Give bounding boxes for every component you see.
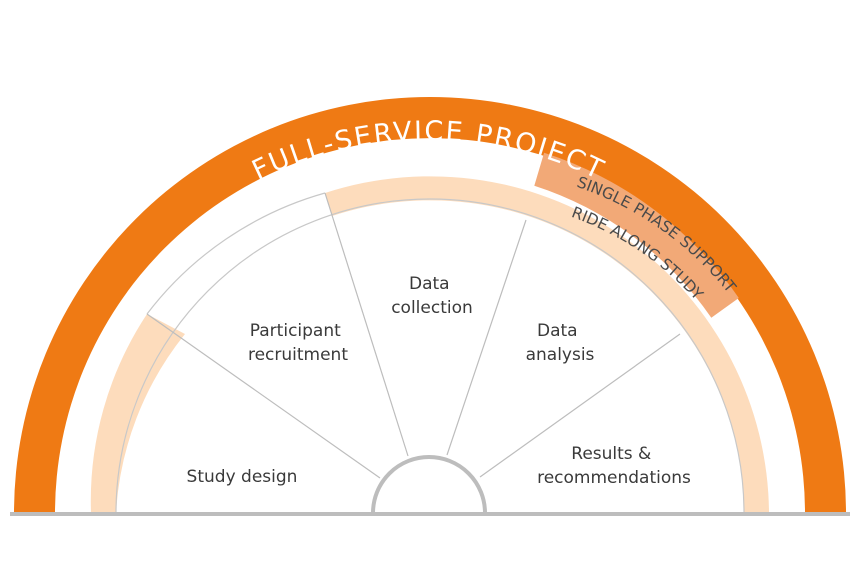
segment-study-design: Study design (187, 467, 298, 487)
segment-data-collection: Data collection (391, 274, 473, 318)
center-hub (371, 455, 487, 514)
segment-results-recommendations: Results & recommendations (537, 444, 691, 488)
segment-data-collection-line-2: collection (391, 298, 473, 318)
segment-participant-recruitment-line-2: recruitment (248, 345, 348, 365)
segment-labels: Study design Participant recruitment Dat… (187, 274, 691, 488)
inner-arc-line (115, 198, 745, 514)
spoke-2 (324, 192, 409, 457)
spoke-3 (446, 219, 527, 456)
segment-results-recommendations-line-1: Results & (571, 444, 651, 464)
segment-data-analysis-line-1: Data (537, 321, 578, 341)
outer-inner-arc-line (146, 192, 326, 315)
segment-participant-recruitment-line-1: Participant (250, 321, 341, 341)
segment-data-analysis-line-2: analysis (526, 345, 595, 365)
segment-data-analysis: Data analysis (526, 321, 595, 365)
single-phase-band (534, 152, 739, 318)
segment-data-collection-line-1: Data (409, 274, 450, 294)
spoke-4 (479, 333, 681, 478)
segment-results-recommendations-line-2: recommendations (537, 468, 691, 488)
segment-study-design-line-1: Study design (187, 467, 298, 487)
spokes (146, 192, 681, 479)
ride-along-left-band (90, 314, 185, 513)
spoke-1 (146, 313, 381, 479)
segment-participant-recruitment: Participant recruitment (248, 321, 348, 365)
